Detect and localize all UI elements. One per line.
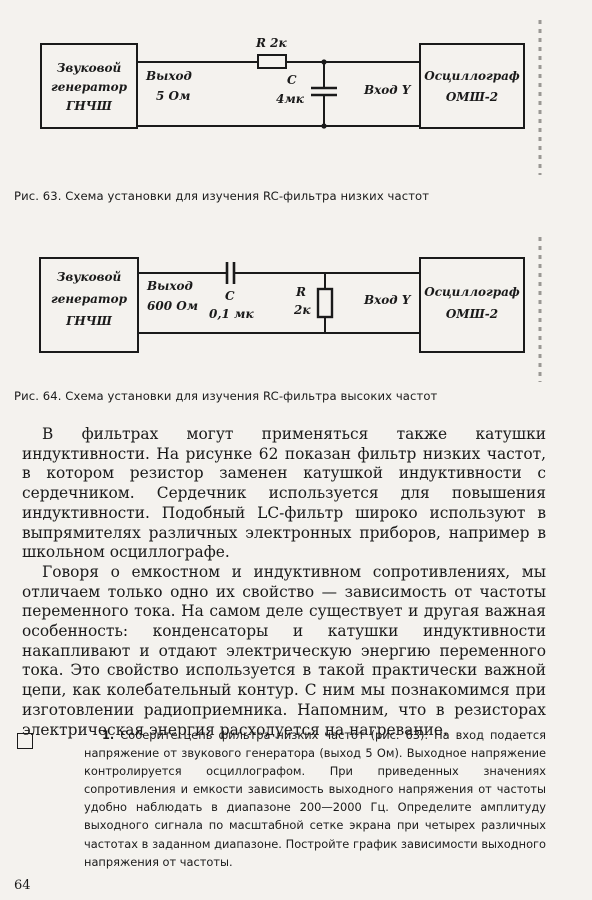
figure-64-caption: Рис. 64. Схема установки для изучения RC… — [14, 389, 438, 403]
capacitor-label-line1: С — [287, 73, 297, 87]
generator-label-line2: генератор — [51, 80, 128, 94]
capacitor-label-line2: 4мк — [276, 92, 305, 106]
paragraph-2: Говоря о емкостном и индуктивном сопроти… — [22, 562, 546, 739]
resistor-symbol — [257, 54, 287, 69]
paragraph-1: В фильтрах могут применяться также катуш… — [22, 425, 546, 562]
capacitor-label-line1: С — [225, 289, 235, 303]
task-text: Соберите цепь фильтра низких частот (рис… — [84, 728, 546, 869]
generator-label-line2: генератор — [51, 292, 128, 306]
resistor-label-line2: 2к — [293, 303, 311, 317]
page-number: 64 — [14, 878, 31, 893]
resistor-symbol — [316, 287, 334, 319]
task-1: 1. Соберите цепь фильтра низких частот (… — [84, 726, 546, 871]
resistor-label-line1: R — [295, 285, 306, 299]
oscilloscope-label-line1: Осциллограф — [424, 285, 520, 299]
task-number: 1. — [102, 728, 115, 742]
figure-63-schematic: Звуковой генератор ГНЧШ Выход 5 Ом R 2к … — [40, 20, 542, 175]
generator-label-line1: Звуковой — [57, 270, 122, 284]
capacitor-label-line2: 0,1 мк — [209, 307, 254, 321]
input-label: Вход Y — [363, 83, 412, 97]
output-label-line1: Выход — [146, 279, 193, 293]
oscilloscope-label-line2: ОМШ-2 — [446, 307, 498, 321]
figure-64: Звуковой генератор ГНЧШ Выход 600 Ом С 0… — [0, 232, 592, 412]
oscilloscope-label-line2: ОМШ-2 — [446, 90, 498, 104]
generator-label-line1: Звуковой — [57, 61, 122, 75]
figure-63-caption: Рис. 63. Схема установки для изучения RC… — [14, 189, 430, 203]
figure-64-schematic: Звуковой генератор ГНЧШ Выход 600 Ом С 0… — [39, 237, 542, 382]
input-label: Вход Y — [363, 293, 412, 307]
output-label-line2: 5 Ом — [156, 89, 190, 103]
task-checkbox-icon — [17, 733, 33, 749]
output-label-line1: Выход — [145, 69, 192, 83]
generator-label-line3: ГНЧШ — [65, 99, 113, 113]
oscilloscope-label-line1: Осциллограф — [424, 69, 520, 83]
body-text: В фильтрах могут применяться также катуш… — [22, 425, 546, 740]
resistor-label: R 2к — [255, 36, 288, 50]
output-label-line2: 600 Ом — [147, 299, 198, 313]
generator-label-line3: ГНЧШ — [65, 314, 113, 328]
figure-63: Звуковой генератор ГНЧШ Выход 5 Ом R 2к … — [0, 0, 592, 203]
